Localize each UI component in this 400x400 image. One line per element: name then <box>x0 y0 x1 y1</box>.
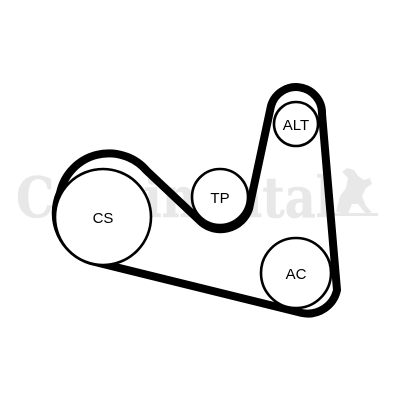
pulley-alt-label: ALT <box>283 117 309 134</box>
pulley-alt: ALT <box>272 100 320 148</box>
pulley-cs: CS <box>53 167 153 267</box>
pulley-cs-label: CS <box>93 210 114 227</box>
pulley-tp-label: TP <box>210 190 229 207</box>
pulley-tp: TP <box>190 167 250 227</box>
pulley-ac-label: AC <box>286 266 307 283</box>
pulley-ac: AC <box>259 236 333 310</box>
horse-logo-icon <box>330 168 378 216</box>
